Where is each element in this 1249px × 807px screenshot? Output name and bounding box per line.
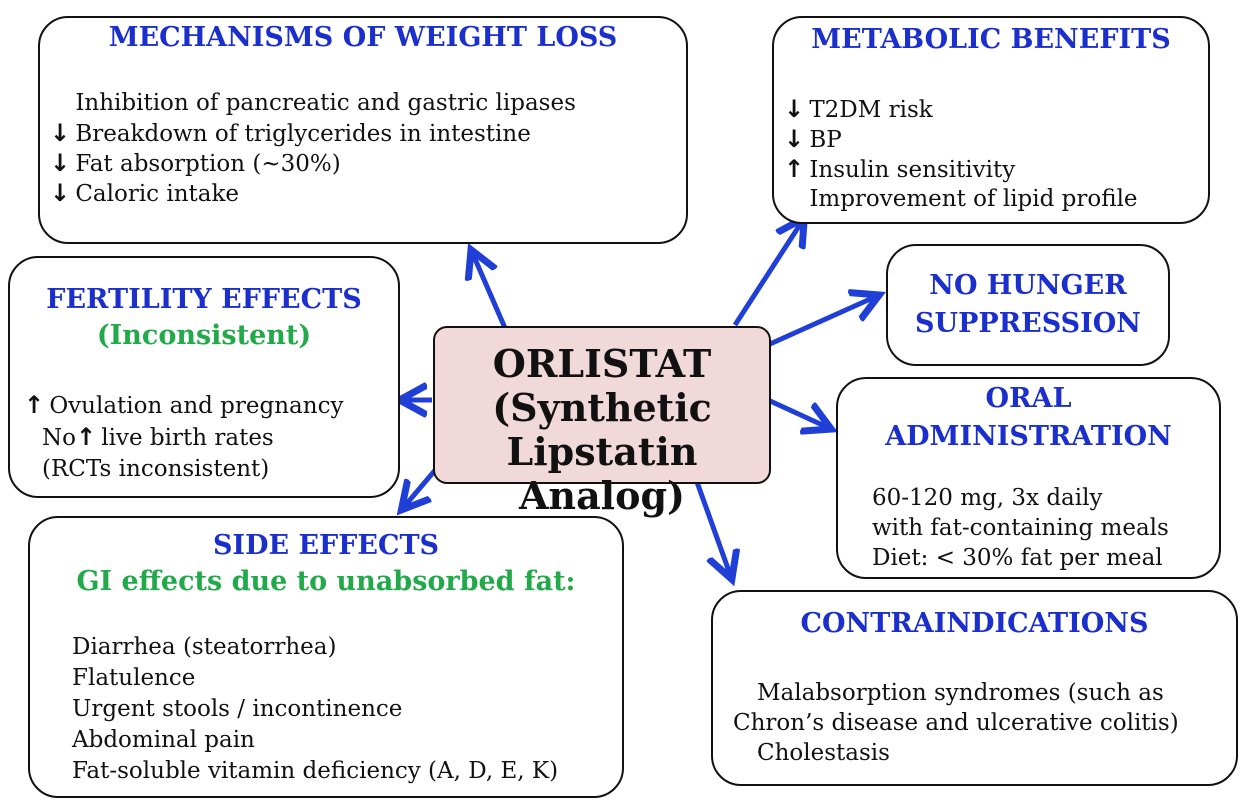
- metabolic-item: ↓ T2DM risk: [784, 95, 933, 123]
- mechanisms-box: MECHANISMS OF WEIGHT LOSS Inhibition of …: [38, 16, 688, 244]
- metabolic-item: Improvement of lipid profile: [809, 186, 1138, 212]
- fertility-item: No↑ live birth rates: [42, 423, 274, 451]
- side-effects-item: Urgent stools / incontinence: [72, 696, 403, 722]
- oral-item: 60-120 mg, 3x daily: [872, 485, 1103, 511]
- contraindications-title: CONTRAINDICATIONS: [800, 608, 1149, 639]
- oral-box: ORAL ADMINISTRATION 60-120 mg, 3x daily …: [836, 377, 1221, 579]
- mechanisms-item: ↓ Caloric intake: [50, 179, 240, 207]
- orlistat-center-box: ORLISTAT (Synthetic Lipstatin Analog): [433, 326, 771, 518]
- side-effects-item: Abdominal pain: [72, 727, 255, 753]
- mechanisms-item: ↓ Fat absorption (~30%): [50, 149, 341, 177]
- center-line-2: (Synthetic: [492, 385, 712, 430]
- arrow-to-mechanisms: [472, 252, 508, 329]
- up-arrow-icon: ↑: [24, 391, 45, 419]
- fertility-title: FERTILITY EFFECTS: [46, 284, 362, 315]
- contraindications-item: Cholestasis: [757, 740, 890, 766]
- center-line-1: ORLISTAT: [492, 341, 712, 386]
- up-arrow-icon: ↑: [75, 423, 97, 451]
- oral-title-line1: ORAL: [985, 383, 1072, 414]
- fertility-item: ↑ Ovulation and pregnancy: [24, 391, 344, 419]
- contraindications-item: Malabsorption syndromes (such as: [757, 680, 1164, 706]
- metabolic-item: ↑ Insulin sensitivity: [784, 155, 1016, 183]
- arrow-to-metabolic: [732, 220, 803, 327]
- fertility-subtitle: (Inconsistent): [96, 320, 312, 351]
- oral-item: with fat-containing meals: [872, 515, 1169, 541]
- contraindications-item: Chron’s disease and ulcerative colitis): [733, 710, 1179, 736]
- mechanisms-item: Inhibition of pancreatic and gastric lip…: [75, 90, 576, 116]
- arrow-to-oral: [766, 397, 829, 428]
- metabolic-item: ↓ BP: [784, 125, 842, 153]
- oral-item: Diet: < 30% fat per meal: [872, 545, 1163, 571]
- oral-title-line2: ADMINISTRATION: [885, 421, 1172, 452]
- metabolic-title: METABOLIC BENEFITS: [811, 24, 1171, 55]
- down-arrow-icon: ↓: [50, 119, 71, 147]
- hunger-title-line1: NO HUNGER: [929, 270, 1127, 301]
- side-effects-item: Fat-soluble vitamin deficiency (A, D, E,…: [72, 758, 559, 784]
- arrow-to-contraindications: [694, 481, 731, 577]
- contraindications-box: CONTRAINDICATIONS Malabsorption syndrome…: [711, 590, 1238, 786]
- down-arrow-icon: ↓: [50, 179, 71, 207]
- hunger-title-line2: SUPPRESSION: [915, 308, 1141, 339]
- arrow-to-side-effects: [403, 466, 439, 508]
- mechanisms-item: ↓ Breakdown of triglycerides in intestin…: [50, 119, 531, 147]
- center-line-3: Lipstatin Analog): [506, 429, 698, 518]
- side-effects-subtitle: GI effects due to unabsorbed fat:: [76, 566, 576, 597]
- down-arrow-icon: ↓: [50, 149, 71, 177]
- metabolic-box: METABOLIC BENEFITS ↓ T2DM risk ↓ BP ↑ In…: [772, 16, 1210, 224]
- down-arrow-icon: ↓: [784, 125, 805, 153]
- side-effects-item: Diarrhea (steatorrhea): [72, 634, 337, 660]
- side-effects-title: SIDE EFFECTS: [212, 530, 440, 561]
- down-arrow-icon: ↓: [784, 95, 805, 123]
- up-arrow-icon: ↑: [784, 155, 805, 183]
- hunger-box: NO HUNGER SUPPRESSION: [886, 244, 1170, 366]
- side-effects-item: Flatulence: [72, 665, 196, 691]
- fertility-box: FERTILITY EFFECTS (Inconsistent) ↑ Ovula…: [8, 256, 400, 498]
- fertility-item: (RCTs inconsistent): [42, 456, 270, 482]
- side-effects-box: SIDE EFFECTS GI effects due to unabsorbe…: [28, 516, 624, 798]
- mechanisms-title: MECHANISMS OF WEIGHT LOSS: [108, 22, 618, 53]
- arrow-to-hunger: [768, 296, 877, 347]
